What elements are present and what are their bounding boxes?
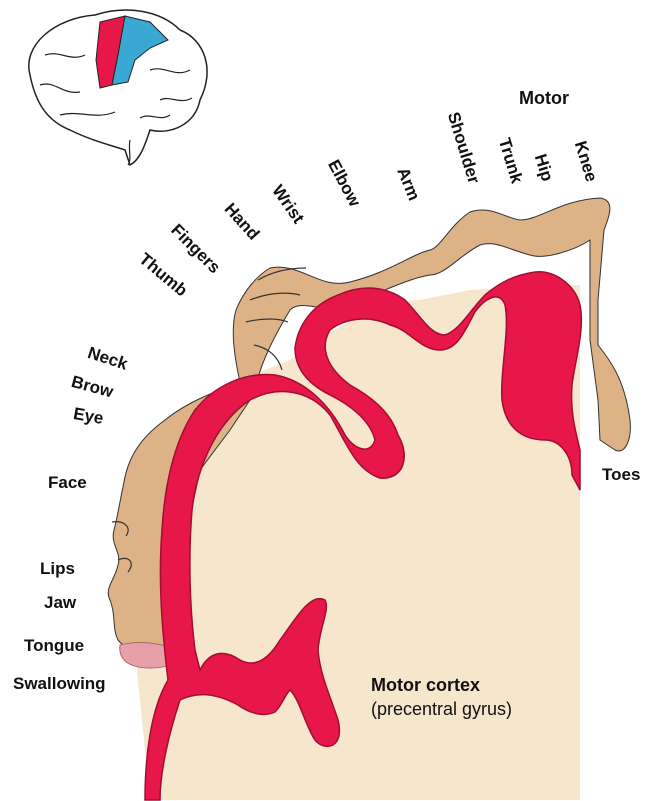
label-toes: Toes <box>602 466 640 483</box>
label-lips: Lips <box>40 560 75 577</box>
caption-subtitle: (precentral gyrus) <box>371 700 512 718</box>
label-swallowing: Swallowing <box>13 675 106 692</box>
caption-title: Motor cortex <box>371 676 480 694</box>
brain-inset-icon <box>29 10 207 165</box>
label-face: Face <box>48 474 87 491</box>
label-jaw: Jaw <box>44 594 76 611</box>
label-eye: Eye <box>72 405 105 427</box>
label-tongue: Tongue <box>24 637 84 654</box>
diagram-title: Motor <box>519 89 569 107</box>
